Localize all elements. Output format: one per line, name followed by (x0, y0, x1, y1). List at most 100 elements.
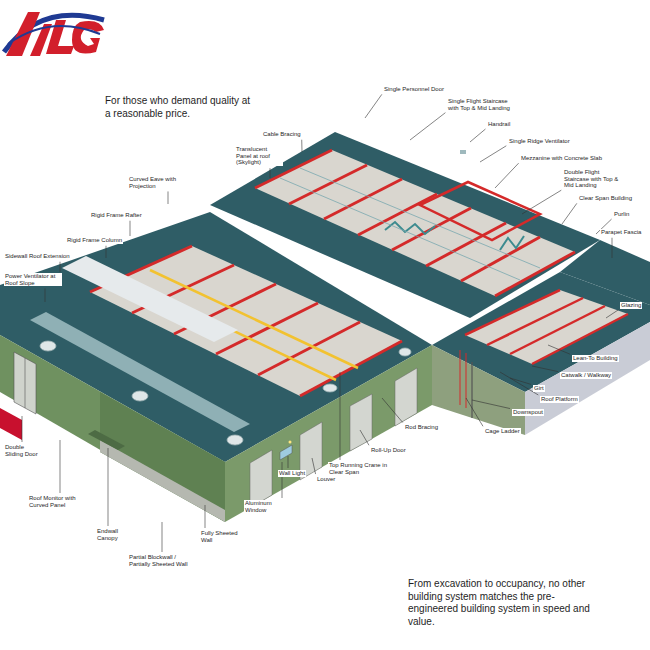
main-building-part (100, 392, 225, 522)
leader-line (562, 203, 577, 224)
leader-line (612, 238, 613, 258)
main-building-part-part (40, 341, 56, 351)
leader-line (532, 366, 558, 372)
back-building-part (500, 236, 524, 250)
callout-label: Cable Bracing (262, 131, 302, 138)
callout-label: Aluminum Window (244, 500, 288, 513)
callout-label: Roof Platform (540, 396, 579, 403)
callout-label: Curved Eave with Projection (128, 176, 180, 189)
leader-line (470, 129, 485, 142)
main-building-part (289, 441, 292, 444)
back-building-part (385, 222, 435, 234)
callout-label: Rod Bracing (404, 424, 439, 431)
callout-label: Parapet Fascia (600, 229, 642, 236)
main-building-part-part (227, 435, 243, 445)
callout-label: Mezzanine with Concrete Slab (520, 155, 603, 162)
callout-label: Top Running Crane in Clear Span (328, 462, 390, 475)
callout-label: Partial Blockwall / Partially Sheeted Wa… (128, 554, 200, 567)
callout-label: Single Ridge Ventilator (508, 138, 571, 145)
leader-line (495, 163, 519, 188)
lean-to-building-part-part (466, 353, 467, 408)
leader-line (548, 345, 570, 354)
callout-label: Single Personnel Door (383, 86, 445, 93)
leader-line (510, 378, 531, 384)
main-building (0, 212, 432, 522)
leader-line (130, 221, 131, 236)
main-building-part (128, 270, 358, 380)
leader-line (60, 440, 61, 493)
callout-label: Girt (533, 385, 545, 392)
back-building-part-part (461, 237, 540, 281)
main-building-part-part (132, 391, 148, 401)
callout-label: Sidewall Roof Extension (4, 253, 71, 260)
leader-line (162, 522, 163, 552)
leader-line (466, 398, 483, 426)
main-building-part (25, 358, 26, 408)
leader-line (301, 140, 302, 152)
lean-to-building (432, 272, 650, 435)
caption: From excavation to occupancy, no other b… (408, 578, 598, 628)
callout-label: Translucent Panel at roof (Skylight) (235, 146, 283, 166)
callout-label: Catwalk / Walkway (560, 372, 612, 379)
leader-line (106, 246, 107, 258)
leader-line (205, 505, 206, 528)
leader-line (606, 310, 618, 318)
leader-line (108, 448, 109, 526)
callout-label: Double Flight Staircase with Top & Mid L… (563, 169, 627, 189)
main-building-part (0, 408, 22, 440)
callout-label: Roll-Up Door (370, 447, 407, 454)
main-building-part (88, 430, 125, 450)
leader-line (340, 372, 341, 460)
leader-line (22, 416, 23, 442)
callout-label: Clear Span Building (578, 195, 633, 202)
logo-part (72, 21, 104, 54)
callout-label: Wall Light (278, 470, 306, 477)
leader-line (45, 288, 46, 302)
callout-label: Purlin (613, 211, 630, 218)
callout-label: Louver (316, 476, 336, 483)
callout-label: Glazing (620, 302, 642, 309)
lean-to-building-part-part (465, 290, 560, 335)
leader-line (382, 398, 403, 422)
logo (4, 12, 104, 56)
back-building-part-part (426, 223, 506, 266)
main-building-part (62, 256, 238, 342)
leader-line (312, 458, 316, 474)
main-building-part-part (323, 384, 337, 392)
leader-line (288, 456, 289, 468)
leader-line (168, 191, 169, 204)
leader-line (360, 430, 369, 445)
callout-label: Double Sliding Door (4, 444, 40, 457)
back-building-part (460, 150, 466, 154)
callout-label: Roof Monitor with Curved Panel (28, 495, 80, 508)
callout-label: Rigid Frame Rafter (90, 212, 143, 219)
main-building-part (14, 352, 36, 414)
main-building-part (0, 335, 225, 522)
back-building-part (420, 182, 540, 240)
callout-label: Handrail (487, 121, 511, 128)
back-building-part-part (358, 194, 437, 235)
callout-label: Single Flight Staircase with Top & Mid L… (447, 98, 519, 111)
title: For those who demand quality at a reason… (105, 95, 255, 120)
main-building-part (280, 445, 292, 460)
leader-line (472, 400, 510, 409)
lean-to-building-part-part (510, 306, 605, 354)
lean-to-building-part (432, 345, 525, 435)
main-building-part (225, 345, 432, 522)
callout-label: Endwall Canopy (96, 528, 134, 541)
main-building-part-part (399, 348, 411, 356)
leader-line (480, 146, 506, 162)
lean-to-building-part (460, 350, 466, 408)
callout-label: Downspout (512, 409, 544, 416)
back-building-part-part (300, 168, 540, 268)
back-building-part-part (280, 178, 520, 280)
leader-line (522, 190, 561, 214)
callout-label: Power Ventilator at Roof Slope (4, 273, 62, 286)
lean-to-building-part-part (460, 350, 461, 405)
callout-label: Fully Sheeted Wall (200, 530, 244, 543)
leader-line (60, 262, 61, 272)
main-building-part (100, 440, 225, 522)
